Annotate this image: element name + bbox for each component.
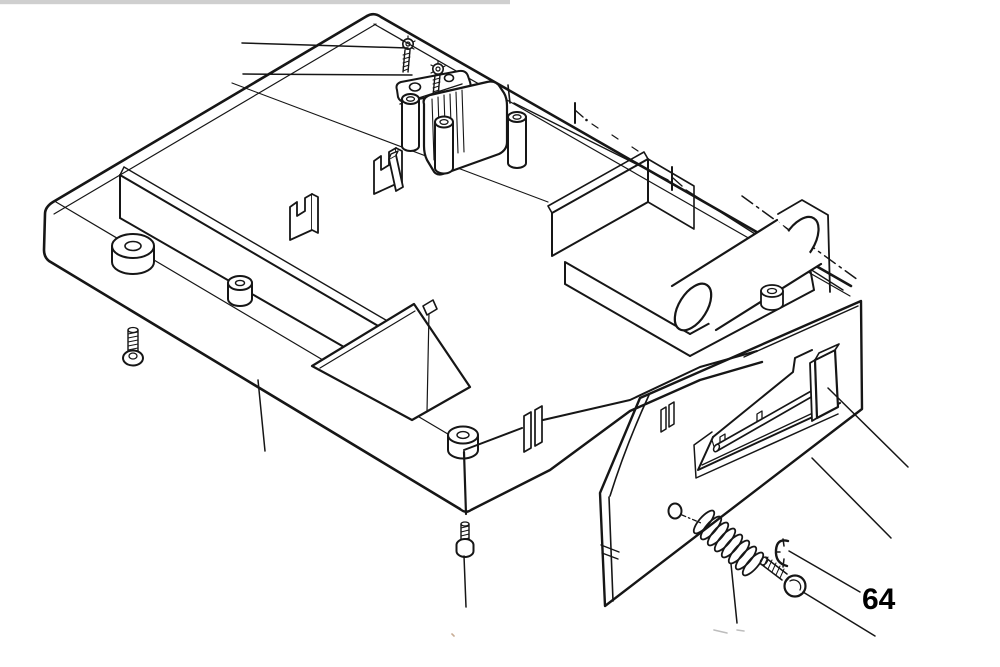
leader-line xyxy=(730,563,738,624)
leader-line xyxy=(802,591,876,637)
chassis-rail xyxy=(458,350,764,516)
leader-line xyxy=(242,73,413,76)
part-callout-64: 64 xyxy=(862,583,896,616)
leader-line xyxy=(827,387,909,468)
leader-line xyxy=(463,555,467,608)
u-clip xyxy=(289,193,319,241)
panel-slot-recess xyxy=(693,349,841,479)
panel-hole xyxy=(667,502,683,520)
coil-post xyxy=(434,115,454,175)
mounting-boss xyxy=(111,233,155,275)
panel-screw xyxy=(759,556,807,598)
chassis-screw-left xyxy=(122,326,144,367)
chassis-screw-bottom xyxy=(455,521,475,558)
faint-artifacts xyxy=(451,629,745,637)
mounting-boss xyxy=(760,284,784,311)
roller-cylinder xyxy=(670,215,823,332)
compression-spring xyxy=(692,509,765,577)
mounting-screw xyxy=(402,49,411,73)
side-panel xyxy=(598,299,864,608)
coil-post xyxy=(401,93,420,152)
leader-line xyxy=(788,550,861,593)
chassis-tray xyxy=(42,12,853,511)
slot-bracket xyxy=(660,401,675,433)
coil-assembly xyxy=(388,35,509,192)
compartment-wall-left xyxy=(119,166,397,348)
leader-line xyxy=(811,457,892,539)
leader-lines xyxy=(241,42,909,637)
roller-compartment xyxy=(547,151,859,357)
leader-line xyxy=(241,42,409,49)
leader-line xyxy=(257,379,266,452)
mounting-boss xyxy=(447,425,479,460)
lock-washer xyxy=(400,35,416,50)
trapezoid-flap xyxy=(310,299,472,422)
slot-bracket xyxy=(523,405,543,453)
mounting-boss xyxy=(227,275,253,307)
thin-slab xyxy=(388,150,404,192)
standoff-post xyxy=(507,111,527,169)
latch-button xyxy=(809,343,840,422)
top-bar xyxy=(0,0,510,5)
e-clip xyxy=(774,538,790,568)
